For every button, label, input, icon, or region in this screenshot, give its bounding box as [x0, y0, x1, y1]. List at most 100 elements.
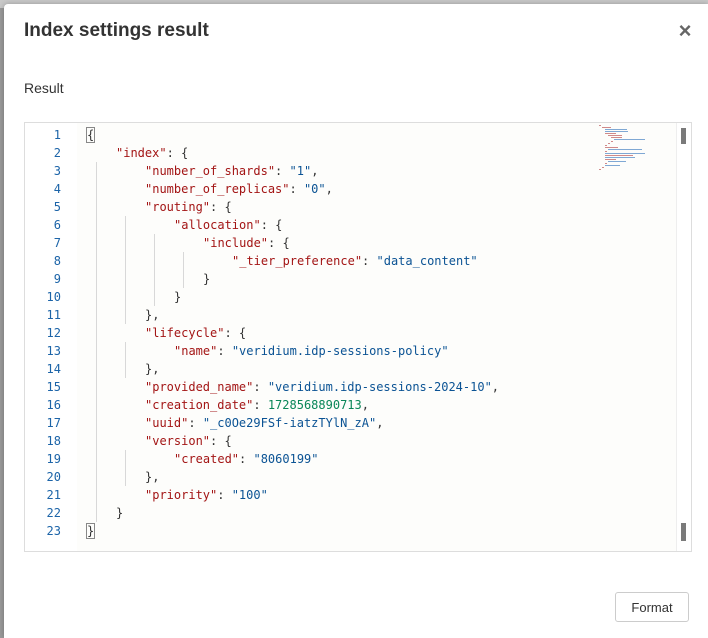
close-icon[interactable]: ×: [678, 18, 692, 43]
minimap-line: [605, 129, 627, 130]
indent-guide: [125, 216, 126, 324]
bracket-match-highlight: [86, 523, 96, 539]
json-string: "veridium.idp-sessions-policy": [231, 344, 449, 358]
minimap-line: [608, 143, 610, 144]
json-key: "include": [203, 236, 269, 250]
code-line: "index": {: [116, 144, 188, 162]
json-punctuation: :: [253, 398, 268, 412]
minimap-line: [602, 167, 604, 168]
line-number: 1: [53, 128, 61, 142]
line-number: 6: [53, 218, 61, 232]
code-line: "uuid": "_c0Oe29FSf-iatzTYlN_zA",: [145, 414, 383, 432]
code-line: },: [145, 468, 159, 486]
json-punctuation: : {: [166, 146, 189, 160]
json-key: "version": [145, 434, 211, 448]
code-line: }: [203, 270, 210, 288]
line-number: 3: [53, 164, 61, 178]
code-line: "number_of_shards": "1",: [145, 162, 318, 180]
minimap-line: [608, 135, 622, 136]
indent-guide: [125, 450, 126, 486]
code-line: "include": {: [203, 234, 290, 252]
line-number: 13: [46, 344, 61, 358]
json-punctuation: ,: [311, 164, 319, 178]
json-punctuation: },: [145, 308, 160, 322]
json-punctuation: }: [174, 290, 182, 304]
minimap-line: [599, 169, 601, 170]
line-number: 15: [46, 380, 61, 394]
json-punctuation: : {: [210, 200, 232, 214]
code-content[interactable]: {"index": {"number_of_shards": "1","numb…: [77, 123, 677, 551]
json-punctuation: :: [362, 254, 377, 268]
json-punctuation: },: [145, 362, 160, 376]
line-number: 2: [53, 146, 61, 160]
code-line: },: [145, 306, 159, 324]
line-number: 9: [53, 272, 61, 286]
line-number: 5: [53, 200, 61, 214]
json-punctuation: :: [217, 488, 232, 502]
indent-guide: [96, 162, 97, 522]
json-number: 1728568890713: [267, 398, 362, 412]
minimap-line: [599, 125, 601, 126]
line-number: 22: [46, 506, 61, 520]
json-key: "number_of_shards": [145, 164, 276, 178]
line-number: 21: [46, 488, 61, 502]
editor-minimap[interactable]: [599, 125, 661, 173]
line-number: 10: [46, 290, 61, 304]
format-button[interactable]: Format: [615, 592, 689, 622]
json-punctuation: :: [253, 380, 268, 394]
code-line: "version": {: [145, 432, 232, 450]
json-string: "veridium.idp-sessions-2024-10": [267, 380, 492, 394]
indent-guide: [125, 342, 126, 378]
scrollbar-thumb[interactable]: [681, 128, 686, 144]
minimap-line: [605, 133, 616, 134]
line-number: 7: [53, 236, 61, 250]
json-key: "uuid": [145, 416, 189, 430]
minimap-line: [605, 157, 635, 158]
json-key: "name": [174, 344, 218, 358]
line-number: 18: [46, 434, 61, 448]
vertical-scrollbar[interactable]: [676, 123, 691, 551]
json-punctuation: },: [145, 470, 160, 484]
json-punctuation: :: [217, 344, 232, 358]
line-number: 14: [46, 362, 61, 376]
minimap-line: [605, 147, 618, 148]
line-number: 19: [46, 452, 61, 466]
line-number: 11: [46, 308, 61, 322]
bracket-match-highlight: [86, 127, 96, 143]
json-punctuation: : {: [260, 218, 283, 232]
json-punctuation: :: [239, 452, 254, 466]
json-punctuation: :: [188, 416, 203, 430]
indent-guide: [154, 234, 155, 306]
json-key: "creation_date": [145, 398, 254, 412]
line-number: 12: [46, 326, 61, 340]
code-line: "_tier_preference": "data_content": [232, 252, 478, 270]
json-punctuation: {: [87, 128, 95, 142]
json-punctuation: ,: [361, 398, 369, 412]
json-key: "created": [174, 452, 240, 466]
scrollbar-thumb-bottom[interactable]: [681, 523, 686, 541]
code-line: }: [87, 522, 94, 540]
line-number: 16: [46, 398, 61, 412]
code-line: "lifecycle": {: [145, 324, 246, 342]
result-label: Result: [24, 80, 64, 96]
json-key: "allocation": [174, 218, 261, 232]
minimap-line: [614, 139, 645, 140]
json-key: "number_of_replicas": [145, 182, 290, 196]
code-line: "allocation": {: [174, 216, 282, 234]
minimap-line: [605, 155, 633, 156]
line-number: 17: [46, 416, 61, 430]
minimap-line: [605, 159, 616, 160]
minimap-line: [605, 165, 621, 166]
json-key: "index": [116, 146, 167, 160]
minimap-line: [605, 131, 629, 132]
json-key: "priority": [145, 488, 218, 502]
code-line: },: [145, 360, 159, 378]
code-line: {: [87, 126, 94, 144]
json-string: "100": [231, 488, 268, 502]
json-punctuation: }: [203, 272, 211, 286]
json-punctuation: :: [289, 182, 304, 196]
indent-guide: [183, 252, 184, 288]
